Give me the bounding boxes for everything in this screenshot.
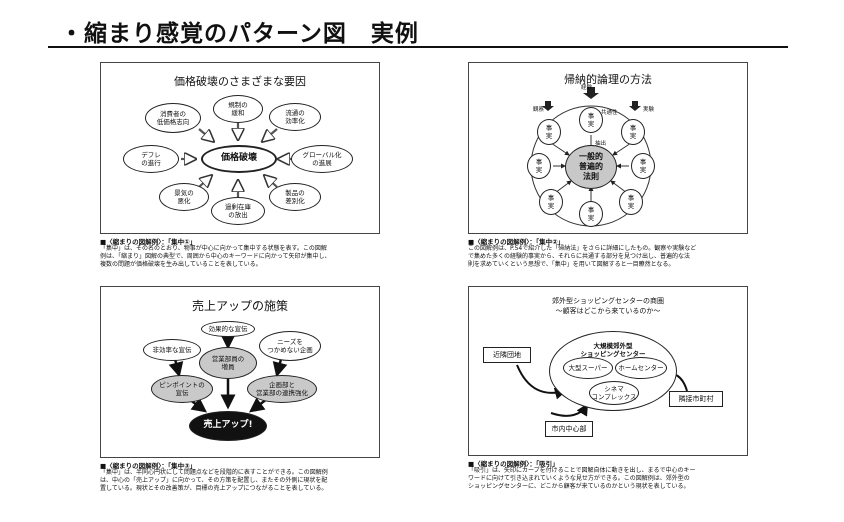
label-experience: 経験 xyxy=(581,85,593,91)
node-fact-top: 事 実 xyxy=(579,107,603,133)
diagram-shopping-center: 郊外型ショッピングセンターの商圏 ～顧客はどこから来ているのか～ 大規模郊外型 … xyxy=(468,286,748,456)
node-pinpoint-advertising: ピンポイントの 宣伝 xyxy=(151,375,213,403)
node-large-supermarket: 大型スーパー xyxy=(563,357,613,379)
diagram-title: 郊外型ショッピングセンターの商圏 ～顧客はどこから来ているのか～ xyxy=(552,297,664,315)
title-underline xyxy=(48,46,788,48)
node-unmet-needs-planning: ニーズを つかめない企画 xyxy=(259,331,321,361)
node-consumer-low-price: 消費者の 低価格志向 xyxy=(145,103,201,133)
label-observation: 観察 xyxy=(533,107,545,113)
box-adjacent-municipalities: 隣接市町村 xyxy=(669,391,723,407)
panel-price-destruction: 価格破壊のさまざまな要因 価格破壊 規制の 緩和 流通の 効率化 グローバル化 … xyxy=(100,62,380,272)
node-general-law: 一般的 普遍的 法則 xyxy=(565,145,617,189)
node-cinema-complex: シネマ コンプレックス xyxy=(589,381,639,405)
node-home-center: ホームセンター xyxy=(615,357,667,379)
node-center-price-destruction: 価格破壊 xyxy=(201,145,277,173)
node-inefficient-advertising: 非効率な宣伝 xyxy=(143,339,201,361)
node-deflation: デフレ の進行 xyxy=(123,145,179,173)
node-fact-top-left: 事 実 xyxy=(537,119,561,145)
node-sales-up-goal: 売上アップ! xyxy=(189,411,267,441)
caption-text: 「吸引」は、矢印にカーブを付けることで図解自体に動きを出し、まるで中心のキー ワ… xyxy=(468,467,696,491)
box-city-center: 市内中心部 xyxy=(545,421,593,437)
node-fact-bottom: 事 実 xyxy=(579,201,603,227)
caption-text: 「集中」は、半同心円状にして問題点などを段階的に表すことができる。この図解例 は… xyxy=(100,469,328,493)
node-excess-inventory: 過剰在庫 の放出 xyxy=(211,197,265,225)
label-extraction: 抽出 xyxy=(595,141,607,147)
node-globalization: グローバル化 の進展 xyxy=(291,145,353,173)
panel-sales-up: 売上アップの施策 効果的な宣伝 営業部員の 増員 非効率な宣伝 ニーズを つかめ… xyxy=(100,286,390,518)
label-commonality: 共通性 xyxy=(601,110,618,116)
node-recession: 景気の 悪化 xyxy=(159,183,209,211)
caption-heading: ■〈縮まりの図解例〉：「集中③」 xyxy=(100,462,197,470)
caption-text: この図解例は、P.54で紹介した「帰納法」をさらに詳細にしたもの。観察や実験など… xyxy=(468,245,697,269)
diagram-title: 売上アップの施策 xyxy=(191,299,288,313)
caption-text: 「集中」は、その名のとおり、物事が中心に向かって集中する状態を表す。この図解 例… xyxy=(100,245,331,269)
node-distribution-efficiency: 流通の 効率化 xyxy=(269,103,321,131)
caption-heading: ■〈縮まりの図解例〉：「集中②」 xyxy=(468,238,565,246)
large-shopping-center-label: 大規模郊外型 ショッピングセンター xyxy=(580,342,646,359)
node-fact-bottom-right: 事 実 xyxy=(619,189,643,215)
panel-inductive-logic: 帰納的論理の方法 経験 観察 実験 共通性 抽出 一般的 普遍的 法則 事 実 … xyxy=(468,62,748,284)
box-nearby-housing: 近隣団地 xyxy=(483,347,531,363)
diagram-title: 価格破壊のさまざまな要因 xyxy=(174,75,306,88)
diagram-inductive-logic: 帰納的論理の方法 経験 観察 実験 共通性 抽出 一般的 普遍的 法則 事 実 … xyxy=(468,62,748,234)
diagram-lines-inductive xyxy=(530,87,652,227)
node-planning-sales-cooperation: 企画部と 営業部の連携強化 xyxy=(247,375,317,403)
arrows-price-destruction xyxy=(181,123,291,197)
label-experiment: 実験 xyxy=(643,107,655,113)
caption-heading: ■〈縮まりの図解例〉：「吸引」 xyxy=(468,460,559,468)
node-product-differentiation: 製品の 差別化 xyxy=(269,183,321,211)
node-sales-staff-increase: 営業部員の 増員 xyxy=(199,347,257,379)
node-fact-top-right: 事 実 xyxy=(621,119,645,145)
diagram-price-destruction: 価格破壊のさまざまな要因 価格破壊 規制の 緩和 流通の 効率化 グローバル化 … xyxy=(100,62,380,234)
node-fact-bottom-left: 事 実 xyxy=(539,189,563,215)
node-deregulation: 規制の 緩和 xyxy=(213,95,263,123)
page-title: ・縮まり感覚のパターン図 実例 xyxy=(60,21,419,47)
node-fact-left: 事 実 xyxy=(527,153,551,179)
diagram-sales-up: 売上アップの施策 効果的な宣伝 営業部員の 増員 非効率な宣伝 ニーズを つかめ… xyxy=(100,286,380,458)
caption-heading: ■〈縮まりの図解例〉：「集中①」 xyxy=(100,238,197,246)
panel-shopping-center: 郊外型ショッピングセンターの商圏 ～顧客はどこから来ているのか～ 大規模郊外型 … xyxy=(468,286,758,518)
diagram-title: 帰納的論理の方法 xyxy=(564,73,652,86)
node-effective-advertising: 効果的な宣伝 xyxy=(201,321,255,337)
node-fact-right: 事 実 xyxy=(631,153,655,179)
